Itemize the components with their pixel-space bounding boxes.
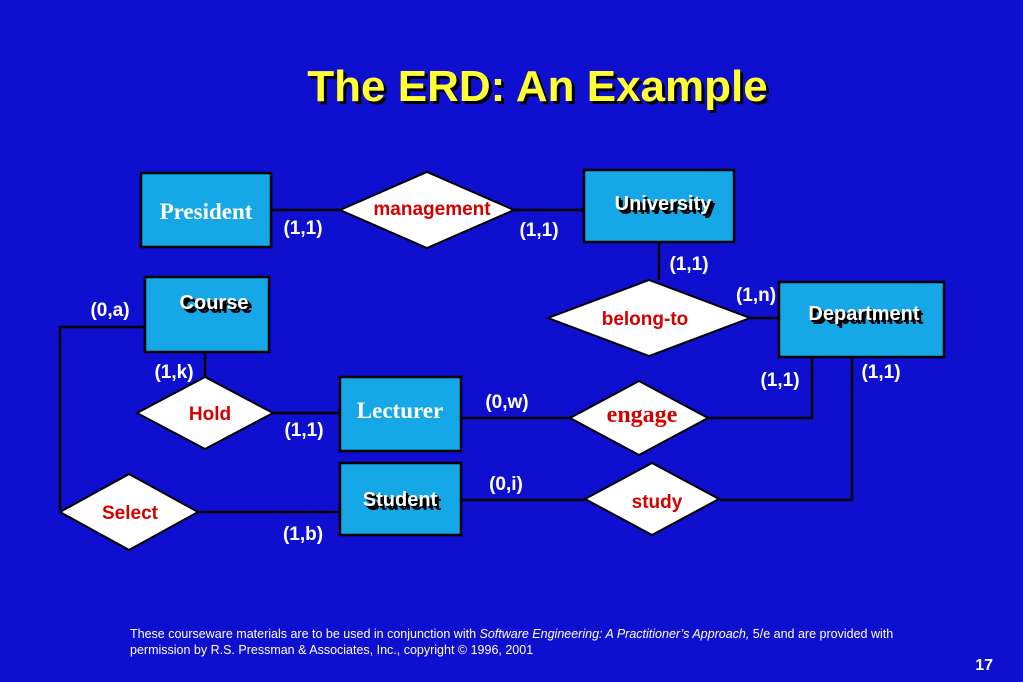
entity-university-label: University	[615, 193, 713, 215]
entity-department-label-shadow: Department	[810, 305, 921, 327]
card-lecturer-hold: (1,1)	[284, 420, 323, 441]
entity-course-label-shadow: Course	[182, 294, 251, 316]
connector-lines	[58, 208, 854, 514]
rel-belongto-diamond	[545, 278, 753, 358]
footer-book-title: Software Engineering: A Practitioner’s A…	[479, 627, 750, 641]
card-student-study: (0,i)	[489, 474, 523, 495]
relationships	[57, 170, 753, 552]
slide-title: The ERD: An Example	[307, 62, 768, 111]
rel-hold-label: Hold	[189, 404, 231, 425]
entity-course-box	[143, 275, 271, 354]
rel-study-label: study	[632, 492, 683, 513]
entity-president-label: President	[160, 199, 253, 224]
card-department-engage: (1,1)	[760, 370, 799, 391]
footer-text-after: 5/e and are provided with permission by …	[130, 627, 894, 657]
line-study-department	[720, 357, 854, 502]
card-president-management: (1,1)	[283, 218, 322, 239]
rel-management-label: management	[373, 199, 491, 220]
entity-department-box	[777, 280, 946, 359]
entity-lecturer-box	[338, 375, 463, 453]
card-department-study: (1,1)	[861, 362, 900, 383]
entity-university-box	[582, 168, 736, 244]
entities	[139, 168, 946, 537]
rel-hold-diamond	[134, 375, 276, 451]
rel-management-diamond	[337, 170, 517, 250]
rel-belongto-label: belong-to	[602, 309, 689, 330]
card-university-belongto: (1,1)	[669, 254, 708, 275]
entity-student-label: Student	[363, 489, 438, 511]
entity-department-label: Department	[808, 303, 919, 325]
cardinality-labels: (1,1) (1,1) (1,1) (1,n) (0,a) (1,k) (1,1…	[90, 218, 900, 545]
rel-engage-diamond	[567, 379, 711, 457]
card-department-belongto: (1,n)	[736, 285, 776, 306]
line-course-select	[58, 325, 145, 510]
card-course-select: (0,a)	[90, 300, 129, 321]
card-student-select: (1,b)	[283, 524, 323, 545]
card-university-management: (1,1)	[519, 220, 558, 241]
entity-course-label: Course	[180, 292, 249, 314]
entity-lecturer-label: Lecturer	[357, 398, 443, 423]
footer-text-before: These courseware materials are to be use…	[130, 627, 480, 641]
rel-study-diamond	[582, 461, 722, 537]
entity-student-label-shadow: Student	[365, 491, 440, 513]
page-number: 17	[975, 657, 993, 674]
rel-select-diamond	[57, 472, 201, 552]
entity-university-label-shadow: University	[617, 195, 715, 217]
card-course-hold: (1,k)	[154, 362, 193, 383]
entity-president-box	[139, 171, 273, 249]
rel-engage-label: engage	[607, 402, 678, 428]
card-lecturer-engage: (0,w)	[485, 392, 528, 413]
entity-student-box	[338, 461, 463, 537]
footer-credit: These courseware materials are to be use…	[130, 626, 930, 658]
line-engage-department	[708, 357, 814, 420]
rel-select-label: Select	[102, 503, 159, 524]
